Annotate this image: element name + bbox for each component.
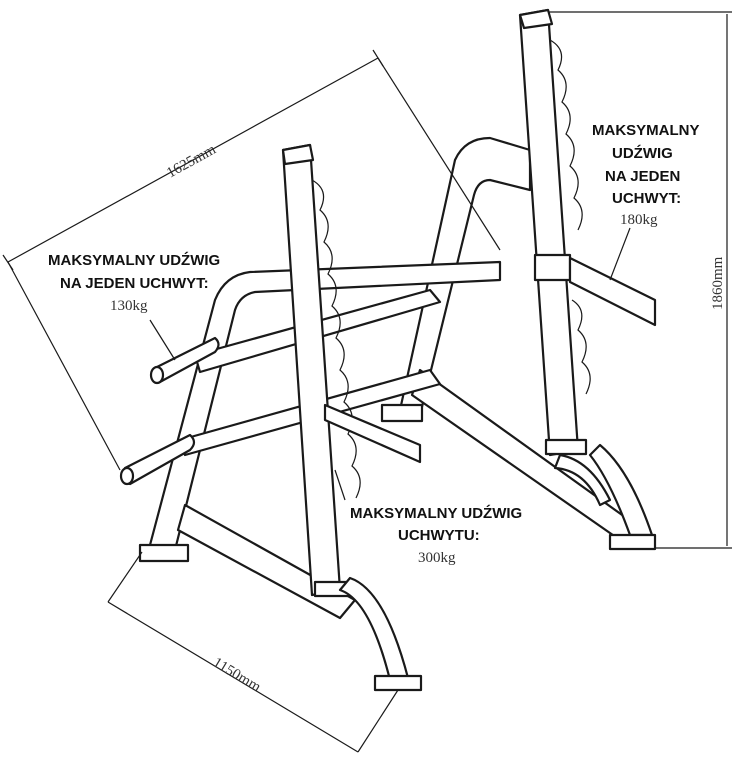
center-callout-line1: MAKSYMALNY UDŹWIG	[350, 505, 522, 522]
right-callout-line1: MAKSYMALNY	[592, 122, 700, 139]
right-callout-line3: NA JEDEN	[605, 168, 680, 185]
center-callout-value: 300kg	[418, 550, 456, 566]
right-safety-arm	[568, 256, 657, 327]
center-callout: MAKSYMALNY UDŹWIG UCHWYTU: 300kg	[350, 505, 522, 566]
rear-right-foot	[608, 533, 657, 551]
left-callout-line2: NA JEDEN UCHWYT:	[60, 275, 209, 292]
weight-horns	[119, 336, 220, 486]
dimension-height: 1860mm	[548, 11, 732, 549]
rear-left-foot	[380, 403, 424, 423]
right-upright	[518, 8, 657, 507]
dimension-width-text: 1150mm	[210, 655, 264, 696]
left-callout-leader	[149, 319, 176, 361]
left-callout-value: 130kg	[110, 298, 148, 314]
center-callout-leader	[334, 469, 346, 501]
right-callout-leader	[609, 227, 631, 281]
left-callout: MAKSYMALNY UDŹWIG NA JEDEN UCHWYT: 130kg	[48, 252, 220, 314]
center-callout-line2: UCHWYTU:	[398, 527, 480, 544]
front-right-leg	[338, 576, 410, 682]
right-safety-sleeve	[533, 253, 572, 282]
right-callout-line4: UCHWYT:	[612, 190, 681, 207]
front-upright	[281, 143, 423, 692]
dimension-length-text: 1625mm	[164, 141, 219, 181]
right-callout: MAKSYMALNY UDŹWIG NA JEDEN UCHWYT: 180kg	[592, 122, 700, 228]
left-callout-line1: MAKSYMALNY UDŹWIG	[48, 252, 220, 269]
front-safety-arm	[323, 403, 422, 464]
front-left-foot	[138, 543, 190, 563]
right-callout-value: 180kg	[620, 212, 658, 228]
right-callout-line2: UDŹWIG	[612, 145, 673, 162]
front-right-foot	[373, 674, 423, 692]
dimension-height-text: 1860mm	[710, 256, 726, 310]
